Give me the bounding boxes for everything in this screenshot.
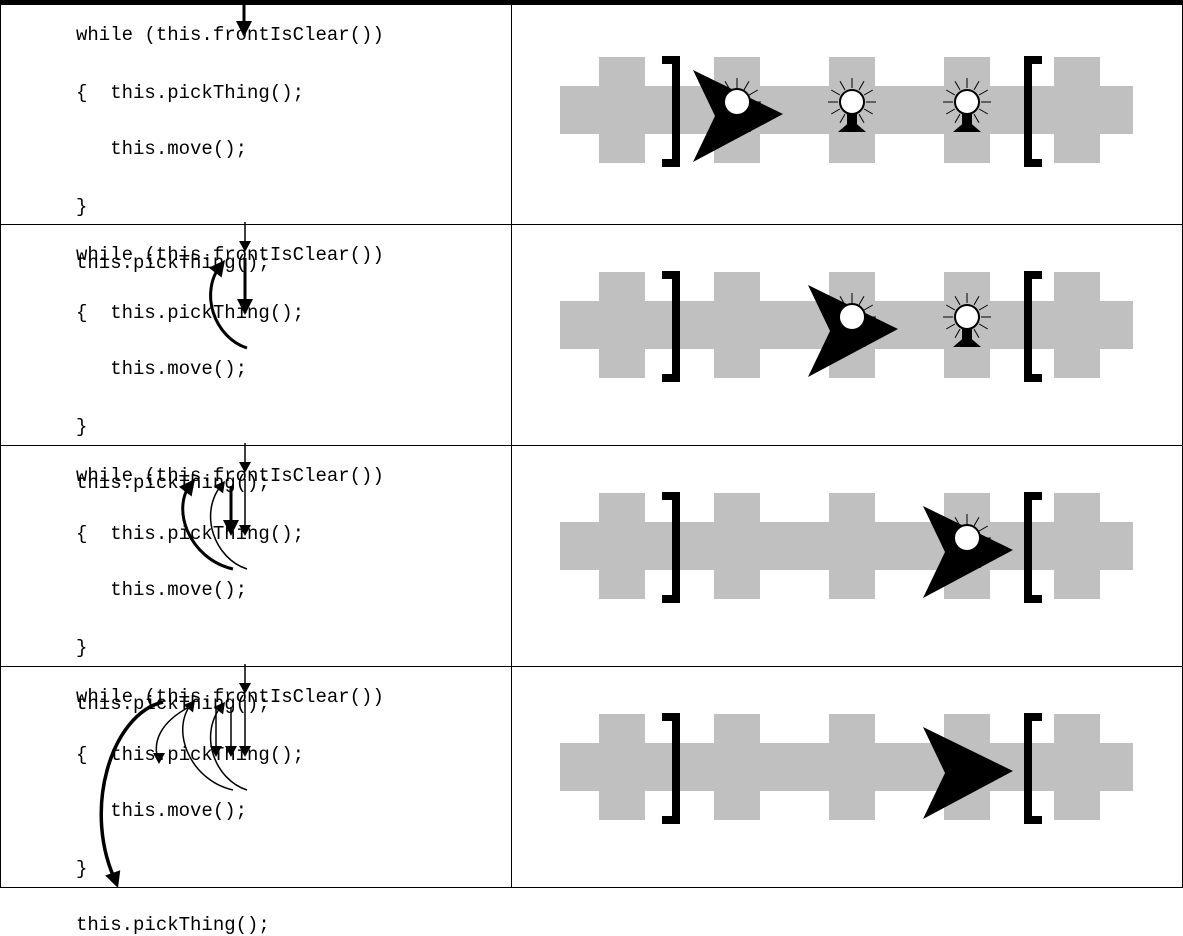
intersection-2 — [814, 493, 890, 599]
intersection-4 — [1039, 57, 1115, 163]
intersection-3 — [929, 57, 1005, 163]
intersection-0 — [584, 272, 660, 378]
wall-bracket-icon — [662, 492, 680, 603]
wall-bracket-icon — [662, 56, 680, 167]
street — [560, 522, 1133, 570]
wall-bracket-icon — [1024, 56, 1042, 167]
street — [560, 743, 1133, 791]
intersection-1 — [699, 493, 775, 599]
light-thing-icon — [943, 293, 991, 347]
light-thing-icon — [828, 78, 876, 132]
intersection-0 — [584, 57, 660, 163]
trace-row-step-4: while (this.frontIsClear()) { this.pickTh… — [0, 664, 1183, 936]
code-line-1: while (this.frontIsClear()) — [76, 244, 384, 266]
light-thing-icon — [713, 78, 761, 132]
code-line-3: this.move(); — [76, 579, 248, 601]
code-cell: while (this.frontIsClear()) { this.pickTh… — [0, 443, 512, 715]
wall-bracket-icon — [1024, 271, 1042, 382]
intersection-2 — [814, 57, 890, 163]
robot-arrow-icon — [808, 285, 898, 377]
code-line-1: while (this.frontIsClear()) — [76, 465, 384, 487]
code-line-1: while (this.frontIsClear()) — [76, 686, 384, 708]
code-line-5: this.pickThing(); — [76, 914, 270, 936]
code-line-4: } — [76, 637, 88, 659]
robot-arrow-icon — [923, 727, 1013, 819]
intersection-0 — [584, 493, 660, 599]
code-line-3: this.move(); — [76, 138, 248, 160]
intersection-1 — [699, 57, 775, 163]
flow-arrow-icon — [99, 700, 164, 888]
code-line-2: { this.pickThing(); — [76, 744, 305, 766]
intersection-2 — [814, 714, 890, 820]
intersection-1 — [699, 714, 775, 820]
robot-arrow-icon — [693, 70, 783, 162]
street — [560, 301, 1133, 349]
intersection-4 — [1039, 714, 1115, 820]
code-line-2: { this.pickThing(); — [76, 82, 305, 104]
intersection-3 — [929, 714, 1005, 820]
code-cell: while (this.frontIsClear()) { this.pickTh… — [0, 664, 512, 936]
intersection-2 — [814, 272, 890, 378]
code-line-4: } — [76, 858, 88, 880]
wall-bracket-icon — [662, 713, 680, 824]
code-cell: while (this.frontIsClear()) { this.pickTh… — [0, 222, 512, 494]
wall-bracket-icon — [1024, 492, 1042, 603]
intersection-3 — [929, 272, 1005, 378]
world-cell — [512, 667, 1183, 887]
street — [560, 86, 1133, 134]
intersection-1 — [699, 272, 775, 378]
intersection-4 — [1039, 272, 1115, 378]
wall-bracket-icon — [1024, 713, 1042, 824]
trace-row-step-2: while (this.frontIsClear()) { this.pickTh… — [0, 222, 1183, 494]
code-line-4: } — [76, 196, 88, 218]
intersection-4 — [1039, 493, 1115, 599]
code-cell: while (this.frontIsClear()) { this.pickTh… — [0, 3, 512, 274]
intersection-3 — [929, 493, 1005, 599]
light-thing-icon — [828, 293, 876, 347]
trace-row-step-3: while (this.frontIsClear()) { this.pickTh… — [0, 443, 1183, 715]
robot-arrow-icon — [923, 506, 1013, 598]
code-line-4: } — [76, 416, 88, 438]
trace-row-step-1: while (this.frontIsClear()) { this.pickTh… — [0, 0, 1183, 274]
world-cell — [512, 446, 1183, 666]
light-thing-icon — [943, 78, 991, 132]
intersection-0 — [584, 714, 660, 820]
code-line-1: while (this.frontIsClear()) — [76, 24, 384, 46]
light-thing-icon — [943, 514, 991, 568]
world-cell — [512, 225, 1183, 445]
code-line-3: this.move(); — [76, 800, 248, 822]
code-line-2: { this.pickThing(); — [76, 523, 305, 545]
wall-bracket-icon — [662, 271, 680, 382]
code-line-2: { this.pickThing(); — [76, 302, 305, 324]
code-line-3: this.move(); — [76, 358, 248, 380]
world-cell — [512, 5, 1183, 224]
